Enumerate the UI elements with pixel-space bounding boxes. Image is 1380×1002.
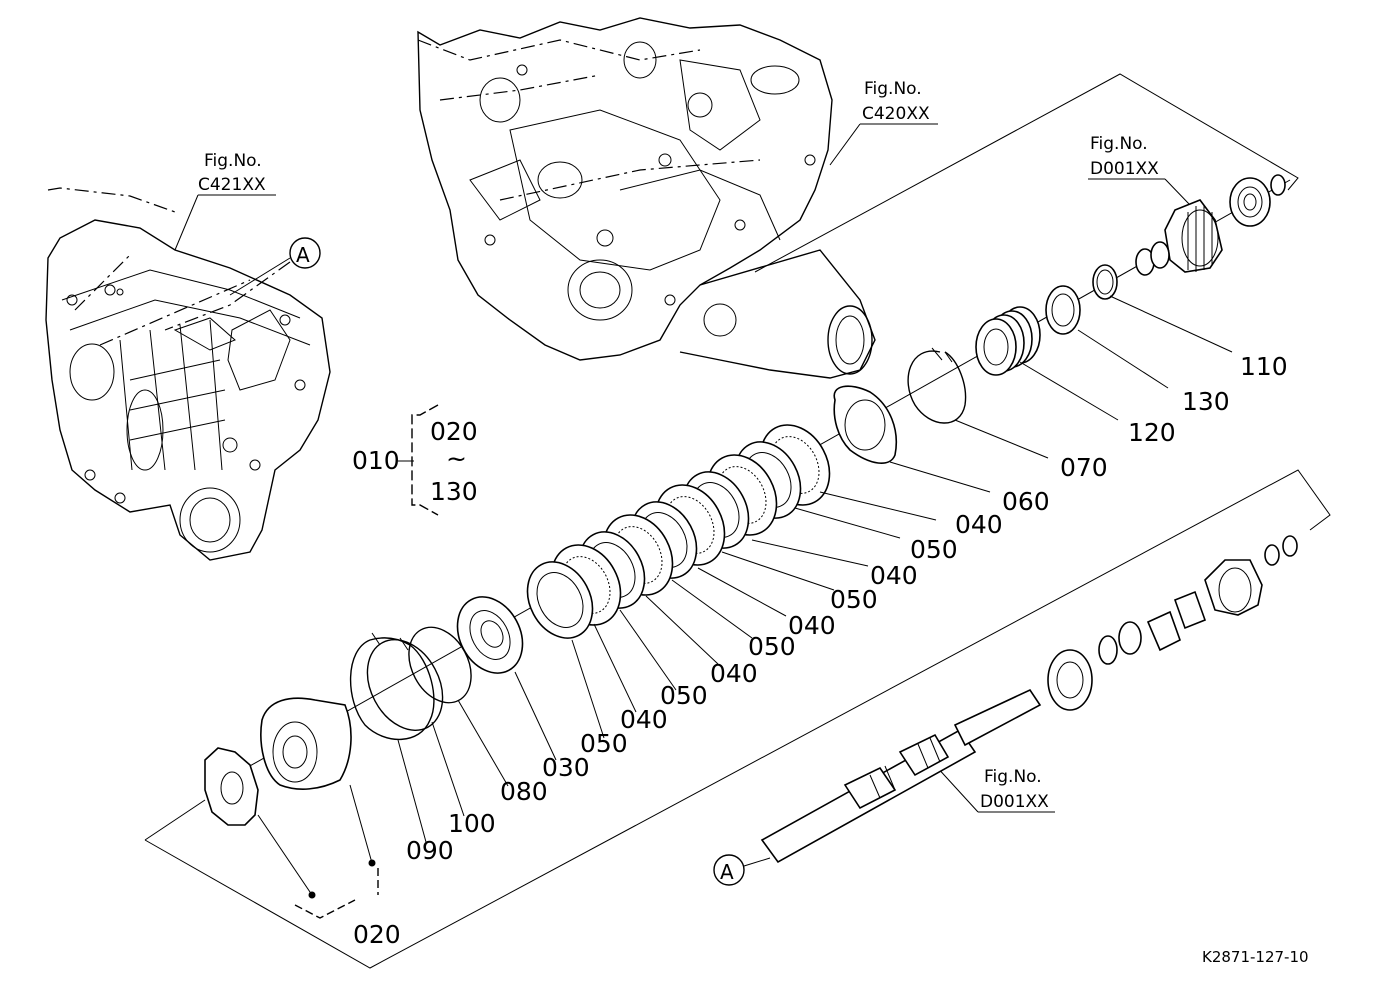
fig-label: Fig.No. (864, 79, 922, 99)
disc-050-e (526, 561, 594, 639)
assembly-number: 010 (352, 446, 400, 475)
top-case-phantom (417, 39, 761, 201)
part-gear-shaft (1204, 559, 1263, 616)
upper-frame-line (754, 73, 1299, 273)
part-120-spring (975, 306, 1041, 376)
part-060-plate (833, 385, 897, 464)
lower-frame-line (144, 469, 1331, 969)
fig-ref-d001-top: Fig.No. D001XX (1088, 134, 1191, 206)
part-bearing-shaft (1047, 649, 1093, 711)
label-030: 030 (542, 753, 590, 782)
shaft-main (760, 688, 1042, 864)
label-050: 050 (748, 632, 796, 661)
label-040: 040 (955, 510, 1003, 539)
label-120: 120 (1128, 418, 1176, 447)
fig-code: D001XX (1090, 159, 1159, 179)
left-case-housing (45, 219, 331, 561)
svg-text:A: A (296, 243, 310, 267)
leader-lines (397, 295, 1233, 843)
part-090-spring (349, 632, 435, 741)
part-030-piston (456, 596, 524, 674)
lower-frame-left (144, 799, 206, 841)
top-case-housing (417, 17, 876, 379)
svg-text:020: 020 (430, 417, 478, 446)
fig-label: Fig.No. (204, 151, 262, 171)
hub-leader (257, 784, 379, 919)
label-070: 070 (1060, 453, 1108, 482)
part-ring-shaft-c (1264, 535, 1298, 566)
part-130-ring (1092, 264, 1118, 300)
part-100-seal (366, 639, 444, 731)
part-labels: 110 130 120 070 060 040 050 040 050 040 … (353, 352, 1288, 949)
fig-ref-c421: Fig.No. C421XX (174, 151, 276, 251)
fig-code: D001XX (980, 792, 1049, 812)
left-case-dashline (47, 187, 176, 213)
part-bearing-top (1229, 177, 1271, 227)
drawing-code: K2871-127-10 (1202, 948, 1309, 966)
label-040: 040 (870, 561, 918, 590)
label-060: 060 (1002, 487, 1050, 516)
label-080: 080 (500, 777, 548, 806)
assembly-reference: 010 020 ~ 130 (352, 404, 478, 516)
part-020-clutch-drum (260, 697, 352, 790)
label-020: 020 (353, 920, 401, 949)
fig-ref-c420: Fig.No. C420XX (829, 79, 938, 166)
part-ring-shaft-b (1118, 621, 1142, 655)
label-040: 040 (710, 659, 758, 688)
label-110: 110 (1240, 352, 1288, 381)
label-130: 130 (1182, 387, 1230, 416)
label-050: 050 (660, 681, 708, 710)
label-050: 050 (910, 535, 958, 564)
label-050: 050 (830, 585, 878, 614)
part-gear-top (1164, 199, 1223, 273)
part-130-washer (1045, 285, 1081, 335)
svg-text:~: ~ (446, 444, 467, 473)
fig-label: Fig.No. (984, 767, 1042, 787)
left-case-phantom (74, 254, 291, 346)
clutch-pack (526, 424, 831, 639)
fig-code: C421XX (198, 175, 266, 195)
part-110-sleeve (1135, 241, 1170, 276)
marker-a-case: A (229, 237, 321, 296)
svg-text:A: A (720, 860, 734, 884)
fig-label: Fig.No. (1090, 134, 1148, 154)
label-090: 090 (406, 836, 454, 865)
part-020-hub (204, 747, 259, 826)
label-050: 050 (580, 729, 628, 758)
fig-ref-d001-shaft: Fig.No. D001XX (934, 764, 1055, 813)
part-080-seal (408, 626, 472, 704)
part-070-snapring (907, 347, 967, 424)
label-040: 040 (788, 611, 836, 640)
part-snapring-top (1270, 174, 1286, 196)
fig-code: C420XX (862, 104, 930, 124)
label-040: 040 (620, 705, 668, 734)
marker-a-shaft: A (713, 854, 771, 886)
label-100: 100 (448, 809, 496, 838)
part-ring-shaft-a (1098, 635, 1118, 665)
part-needle-bearing (1146, 590, 1207, 652)
svg-text:130: 130 (430, 477, 478, 506)
